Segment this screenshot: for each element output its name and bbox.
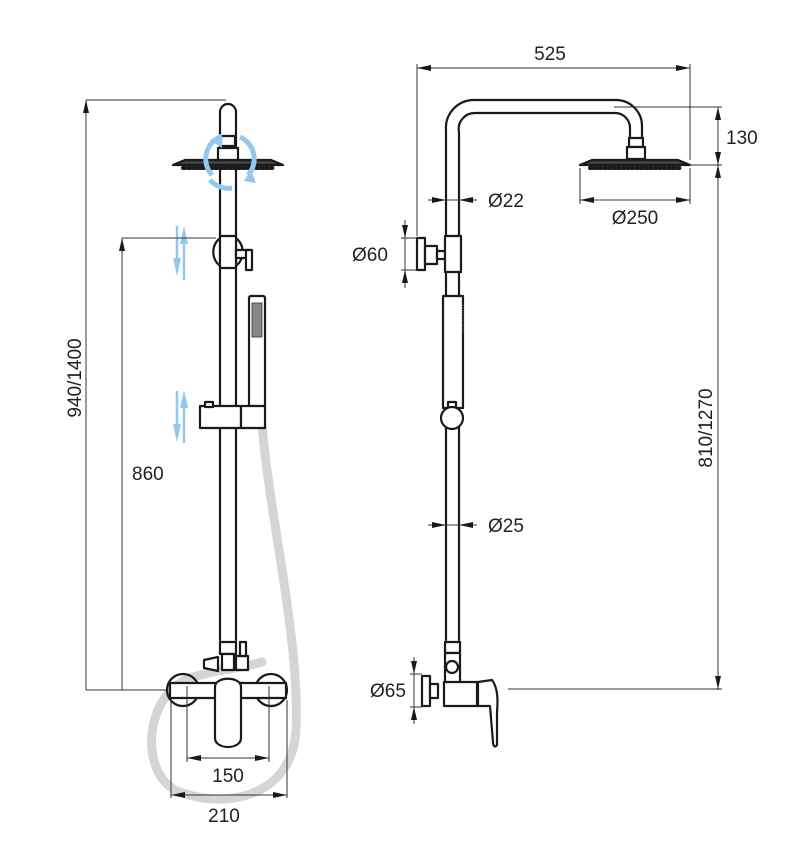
side-hand-shower — [439, 294, 465, 431]
head-swivel-nut — [219, 134, 237, 148]
overhead-shower-head — [171, 158, 285, 170]
label-head-diameter: Ø250 — [612, 208, 658, 229]
dimension-total-height — [83, 99, 226, 691]
dimension-arm-diameter — [428, 197, 477, 203]
side-head-connector — [625, 145, 647, 161]
dimension-valve-height — [508, 165, 722, 690]
label-head-drop: 130 — [726, 128, 758, 149]
dimension-lower-flange — [410, 657, 422, 724]
side-shower-head — [578, 158, 692, 170]
diverter-valve — [202, 640, 250, 673]
mixer-lever — [213, 677, 243, 749]
slide-up-down-icon — [173, 226, 188, 280]
dimension-slide-height — [119, 237, 216, 690]
label-lower-flange: Ø65 — [370, 681, 406, 702]
mixer-body — [165, 672, 289, 749]
label-slide-height: 860 — [132, 464, 164, 485]
slide-holder — [198, 400, 267, 430]
label-arm-diameter: Ø22 — [488, 191, 524, 212]
label-arm-reach: 525 — [534, 44, 566, 65]
label-valve-height: 810/1270 — [696, 388, 717, 467]
label-outer-width: 210 — [208, 806, 240, 827]
dimension-rail-diameter — [428, 522, 477, 528]
upper-wall-bracket — [212, 234, 254, 272]
side-swivel-nut — [627, 136, 645, 149]
side-mixer-lever — [476, 678, 499, 748]
dimension-head-diameter — [579, 168, 691, 204]
shower-arm — [444, 98, 644, 642]
front-view: 940/1400 860 150 210 — [65, 99, 301, 827]
slide-up-down-icon-lower — [173, 390, 188, 443]
label-upper-flange: Ø60 — [352, 245, 388, 266]
side-slide-holder — [439, 405, 465, 431]
dimension-inner-width — [186, 686, 270, 762]
side-mixer — [420, 640, 499, 748]
dimension-upper-flange — [401, 220, 417, 288]
label-rail-diameter: Ø25 — [488, 516, 524, 537]
label-inner-width: 150 — [212, 766, 244, 787]
dimension-head-drop — [614, 106, 722, 166]
shower-hose — [147, 420, 301, 804]
dimension-outer-width — [170, 700, 288, 798]
hand-shower — [247, 294, 267, 410]
riser-pipe — [218, 102, 238, 642]
dimension-arm-reach — [416, 64, 691, 236]
side-view: 525 130 Ø22 Ø250 — [352, 44, 758, 748]
label-total-height: 940/1400 — [65, 338, 86, 417]
rotate-icon — [203, 133, 257, 191]
side-upper-bracket — [415, 234, 463, 274]
